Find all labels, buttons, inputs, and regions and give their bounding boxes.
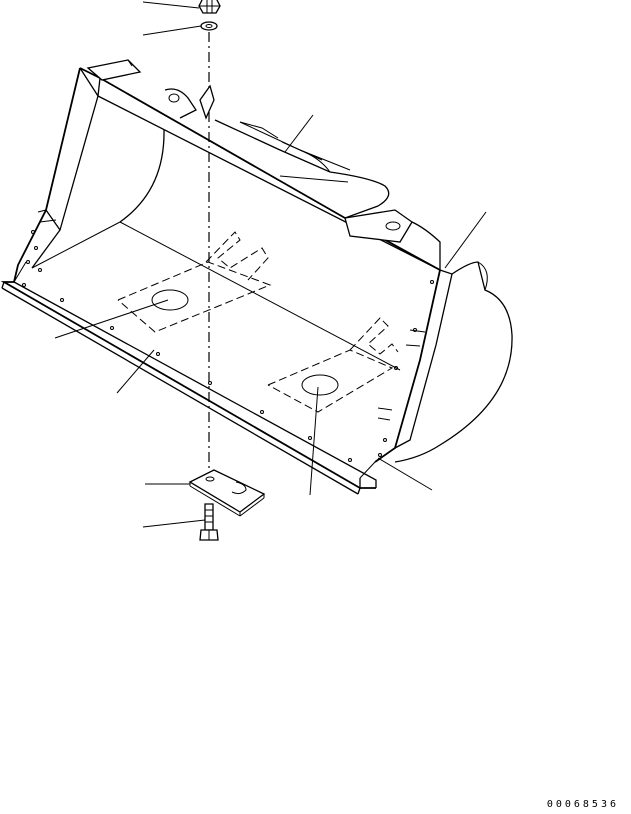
leader-line-nut bbox=[143, 2, 199, 8]
wear-plate-part bbox=[190, 470, 264, 516]
leader-line-bolt bbox=[143, 520, 205, 527]
leader-line-side-plate bbox=[445, 212, 486, 268]
leader-line-back-bar bbox=[285, 115, 313, 152]
liner-plate-right-hidden bbox=[268, 318, 398, 412]
leader-line-back-bar-2 bbox=[280, 176, 348, 182]
bucket-body bbox=[2, 60, 512, 494]
leader-line-liner-right bbox=[310, 387, 318, 495]
leader-line-cutting-edge bbox=[117, 350, 154, 393]
leader-line-corner bbox=[378, 458, 432, 490]
washer-part bbox=[201, 22, 217, 30]
drawing-number: 00068536 bbox=[546, 799, 619, 810]
bolt-part bbox=[200, 504, 218, 540]
nut-part bbox=[199, 0, 220, 13]
liner-plate-left-hidden bbox=[118, 232, 270, 332]
leader-line-liner-left bbox=[55, 300, 168, 338]
leader-line-washer bbox=[143, 26, 201, 35]
